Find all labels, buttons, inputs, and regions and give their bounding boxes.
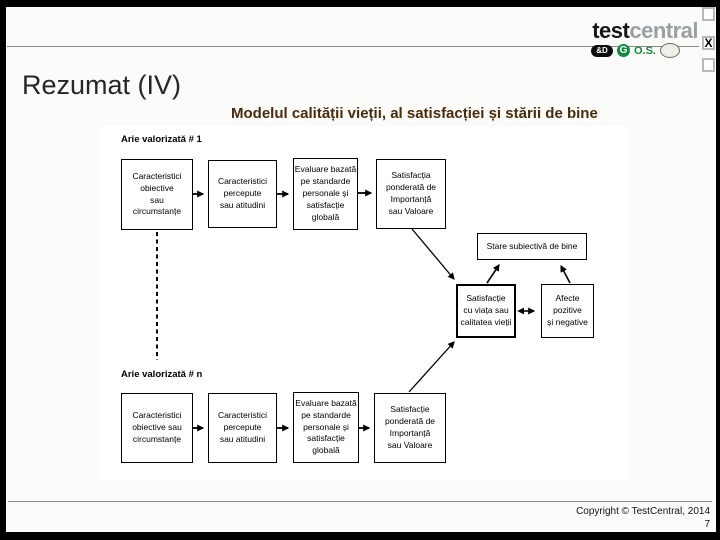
top-border-bar <box>0 0 720 7</box>
logo-text-test: test <box>592 18 630 43</box>
box-satisfactie-viata: Satisfacție cu viața sau calitatea vieți… <box>456 284 516 338</box>
placeholder-handle-bottom <box>702 58 715 72</box>
area-1-label: Arie valorizată # 1 <box>121 134 202 145</box>
box-percepute-row1: Caracteristici percepute sau atitudini <box>208 160 277 228</box>
left-border-bar <box>0 0 6 540</box>
box-satisfactie-ponderata-rown: Satisfacție ponderată de Importanță sau … <box>374 393 446 463</box>
close-box[interactable]: X <box>702 36 715 50</box>
emblem-logo-icon <box>660 43 680 58</box>
copyright-text: Copyright © TestCentral, 2014 <box>576 506 710 517</box>
box-obiective-rown: Caracteristici obiective sau circumstanț… <box>121 393 193 463</box>
box-satisfactia-ponderata-row1: Satisfacția ponderată de Importanță sau … <box>376 159 446 229</box>
box-afecte: Afecte pozitive și negative <box>541 284 594 338</box>
gos-os-label: O.S. <box>633 44 656 57</box>
footer-divider <box>8 501 712 502</box>
placeholder-handle-top <box>702 7 715 21</box>
box-evaluare-rown: Evaluare bazată pe standarde personale ș… <box>293 392 359 463</box>
area-n-label: Arie valorizată # n <box>121 369 203 380</box>
partner-logos: &D G O.S. <box>590 43 680 58</box>
page-number: 7 <box>704 519 710 530</box>
testcentral-logo: testcentral <box>592 20 698 43</box>
gos-g-logo-icon: G <box>616 44 630 57</box>
bottom-border-bar <box>0 532 720 540</box>
footer: Copyright © TestCentral, 2014 7 <box>576 505 710 531</box>
right-border-bar <box>716 0 720 540</box>
box-evaluare-row1: Evaluare bazată pe standarde personale ș… <box>293 158 358 230</box>
box-stare-subiectiva: Stare subiectivă de bine <box>477 233 587 260</box>
logo-text-central: central <box>629 18 698 43</box>
header-divider <box>7 46 699 47</box>
box-percepute-rown: Caracteristici percepute sau atitudini <box>208 393 277 463</box>
dd-consultants-logo-icon: &D <box>590 44 613 57</box>
page-title: Rezumat (IV) <box>22 70 182 100</box>
box-obiective-row1: Caracteristici obiective sau circumstanț… <box>121 159 193 230</box>
diagram-title: Modelul calității vieții, al satisfacție… <box>231 105 598 122</box>
